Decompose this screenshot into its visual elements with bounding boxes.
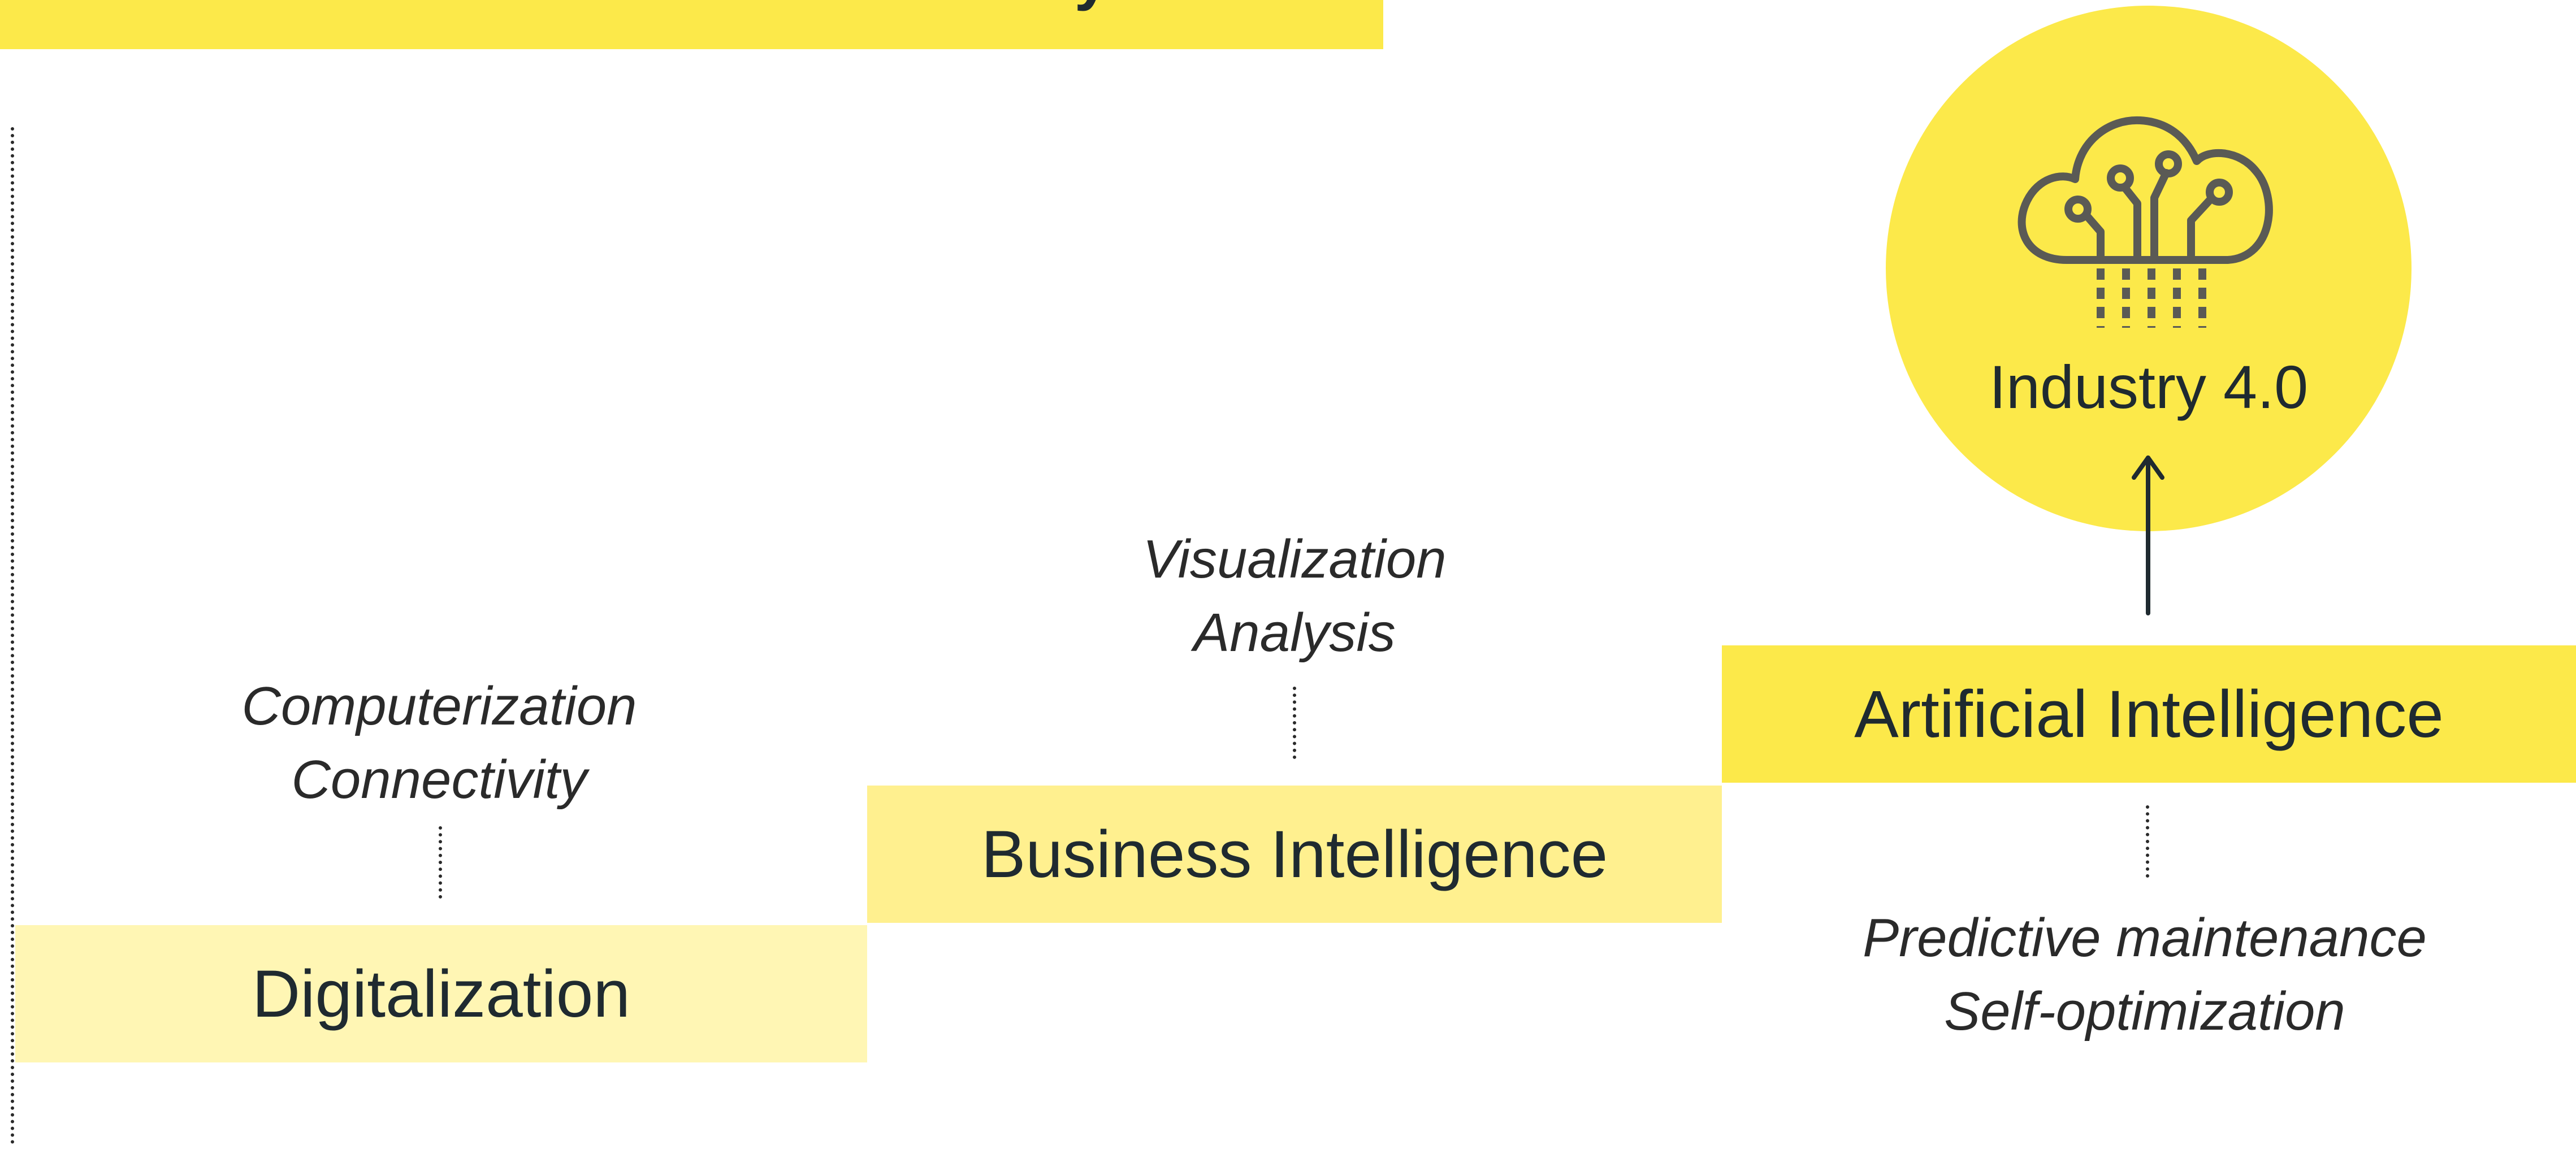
note-text: Predictive maintenance xyxy=(1863,908,2427,968)
step-notes-digitalization: Computerization Connectivity xyxy=(157,670,722,817)
step-notes-artificial-intelligence: Predictive maintenance Self-optimization xyxy=(1862,901,2427,1048)
dotted-connector xyxy=(439,826,442,899)
cloud-network-icon xyxy=(2017,116,2273,328)
dotted-connector xyxy=(2146,805,2149,878)
industry-goal-label: Industry 4.0 xyxy=(1989,353,2309,421)
step-artificial-intelligence: Artificial Intelligence xyxy=(1722,645,2576,783)
dotted-connector xyxy=(1293,687,1296,759)
slide-title-bar: Vision – Gradual Transition to Industry … xyxy=(0,0,1383,49)
note-text: Connectivity xyxy=(291,749,587,810)
note-text: Visualization xyxy=(1142,529,1447,589)
step-business-intelligence: Business Intelligence xyxy=(867,786,1722,923)
note-text: Analysis xyxy=(1193,602,1396,663)
up-arrow-icon xyxy=(2132,455,2164,615)
slide-title: Vision – Gradual Transition to Industry … xyxy=(0,0,1215,8)
step-digitalization: Digitalization xyxy=(15,925,867,1062)
note-text: Self-optimization xyxy=(1944,981,2345,1042)
step-notes-business-intelligence: Visualization Analysis xyxy=(1012,523,1577,670)
left-dotted-divider xyxy=(11,127,14,1144)
note-text: Computerization xyxy=(241,676,637,736)
